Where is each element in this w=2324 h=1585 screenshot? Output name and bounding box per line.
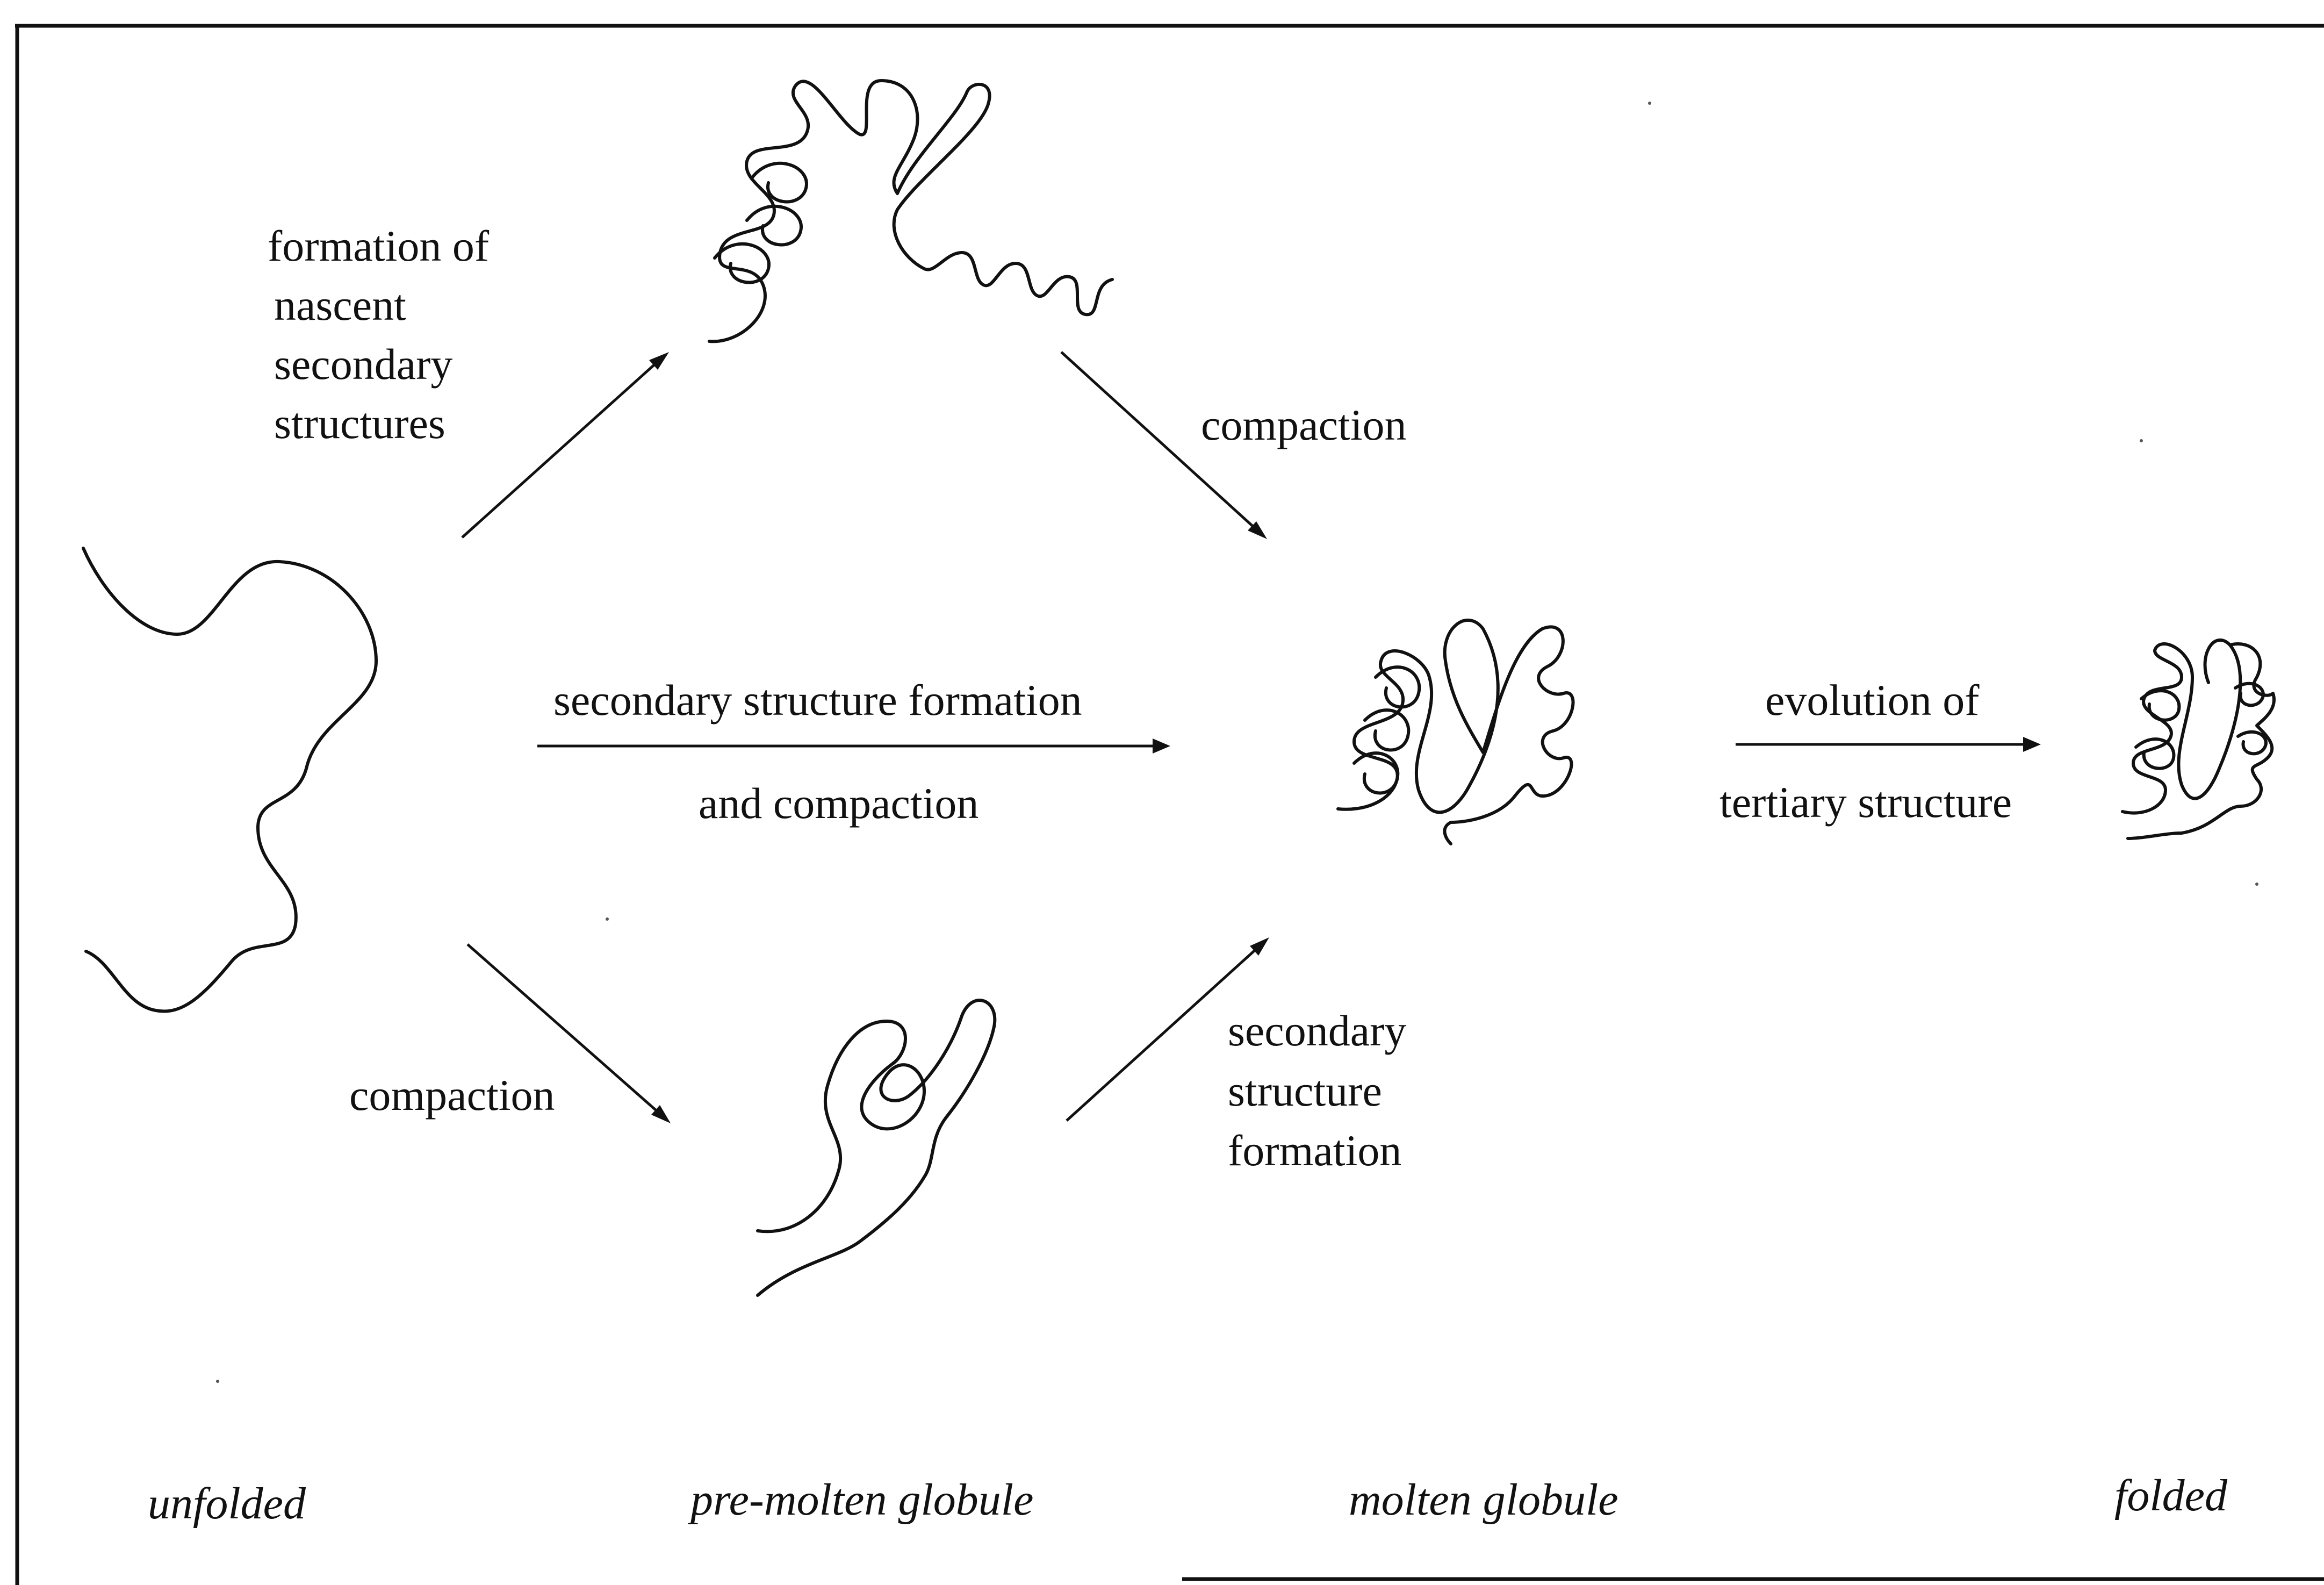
label-evolution-of: evolution of: [1765, 676, 1980, 725]
scan-specks: [216, 102, 2258, 1383]
label-compaction-top: compaction: [1201, 400, 1407, 449]
label-nascent: nascent: [274, 281, 406, 329]
label-formation-of: formation of: [268, 221, 490, 270]
state-folded: folded: [2114, 1471, 2228, 1521]
label-secondary-structure-formation: secondary structure formation: [553, 676, 1082, 725]
label-compaction-bottom: compaction: [349, 1071, 555, 1120]
label-tertiary-structure: tertiary structure: [1719, 778, 2012, 827]
state-unfolded: unfolded: [148, 1479, 306, 1529]
label-and-compaction: and compaction: [699, 779, 978, 828]
label-secondary: secondary: [274, 340, 452, 389]
unfolded-chain: [83, 548, 376, 1012]
label-secondary-bottom: secondary: [1228, 1006, 1406, 1055]
folded-chain: [2122, 640, 2274, 838]
state-pre-molten-globule: pre-molten globule: [688, 1475, 1033, 1525]
nascent-secondary-structure-chain: [709, 81, 1112, 341]
pre-molten-globule-chain: [758, 1000, 995, 1295]
molten-globule-chain: [1338, 620, 1573, 844]
arrow-unfolded-to-molten: [537, 738, 1170, 754]
label-structure-bottom: structure: [1228, 1066, 1382, 1115]
label-formation-bottom: formation: [1228, 1126, 1401, 1175]
arrow-unfolded-to-nascent: [462, 352, 669, 537]
label-structures: structures: [274, 399, 445, 448]
state-molten-globule: molten globule: [1349, 1475, 1618, 1525]
arrow-molten-to-folded: [1736, 737, 2041, 752]
